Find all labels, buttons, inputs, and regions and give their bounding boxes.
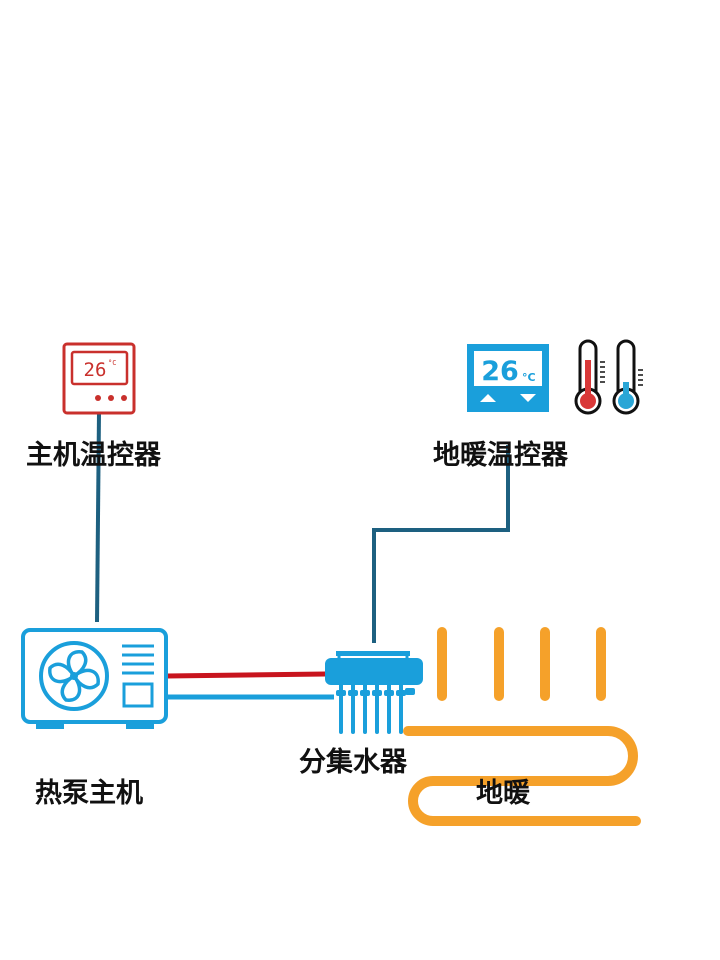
manifold-valve xyxy=(384,690,394,696)
unit-foot xyxy=(126,720,154,729)
manifold-body xyxy=(325,658,423,685)
manifold-valve xyxy=(336,690,346,696)
fan-icon xyxy=(48,650,100,702)
heat-pump-label: 热泵主机 xyxy=(35,778,143,809)
floor-thermostat-unit: °C xyxy=(522,371,536,384)
floor-thermostat-icon: 26 °C xyxy=(467,344,549,412)
thermometer-bulb xyxy=(580,393,596,409)
manifold-label: 分集水器 xyxy=(299,747,407,778)
host-thermostat-button xyxy=(95,395,101,401)
manifold-valve xyxy=(360,690,370,696)
water-manifold-icon xyxy=(325,651,423,734)
thermometer-cold-icon xyxy=(612,339,643,415)
floor-heating-label: 地暖 xyxy=(476,778,530,809)
host-thermostat-wire xyxy=(95,411,101,623)
manifold-side-connector xyxy=(405,688,415,695)
thermometer-bulb xyxy=(618,393,634,409)
host-thermostat-icon: 26 °C xyxy=(62,342,136,415)
supply-pipe xyxy=(166,671,327,679)
fan-blade xyxy=(48,662,76,684)
floor-thermostat-wire xyxy=(372,445,510,643)
heat-pump-unit-icon xyxy=(21,628,168,729)
thermometer-scale xyxy=(638,369,643,386)
access-panel xyxy=(122,682,154,708)
host-thermostat-screen xyxy=(70,350,129,386)
host-thermostat-temp: 26 xyxy=(84,359,107,381)
thermometer-hot-icon xyxy=(574,339,605,415)
floor-heating-coil-icon xyxy=(403,627,641,826)
floor-thermostat-screen xyxy=(474,351,542,386)
fan-hub xyxy=(70,672,78,680)
host-thermostat-button xyxy=(108,395,114,401)
thermometer-mercury xyxy=(585,360,591,400)
vent-grille xyxy=(122,644,154,675)
control-wiring xyxy=(95,411,510,643)
host-thermostat-label: 主机温控器 xyxy=(26,440,161,471)
floor-thermostat-temp: 26 xyxy=(481,356,519,387)
host-thermostat-button xyxy=(121,395,127,401)
host-thermostat-unit: °C xyxy=(108,359,116,367)
floor-thermostat-label: 地暖温控器 xyxy=(433,440,568,471)
thermometer-mercury xyxy=(623,382,629,400)
floor-heating-loop xyxy=(403,726,641,826)
manifold-valves xyxy=(336,688,415,696)
up-arrow-icon xyxy=(480,394,496,402)
unit-foot xyxy=(36,720,64,729)
manifold-valve xyxy=(372,690,382,696)
thermometer-scale xyxy=(600,361,605,383)
manifold-top-rail xyxy=(336,651,410,656)
down-arrow-icon xyxy=(520,394,536,402)
manifold-valve xyxy=(348,690,358,696)
manifold-valve xyxy=(396,690,406,696)
